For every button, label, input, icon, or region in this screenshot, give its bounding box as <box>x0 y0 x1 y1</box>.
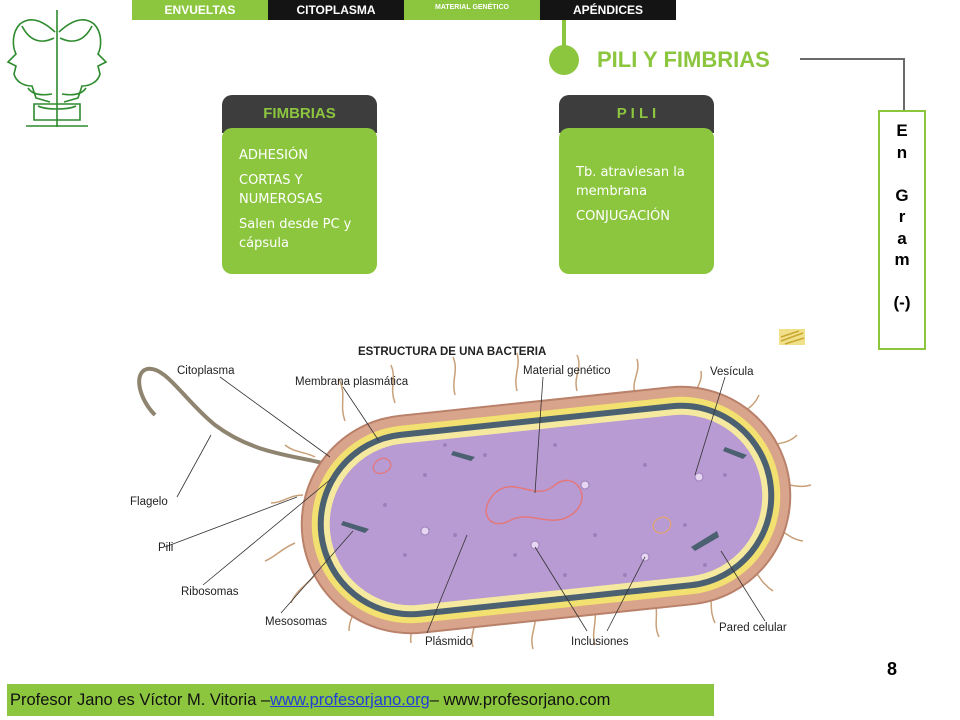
pili-card-body: Tb. atraviesan la membrana CONJUGACIÓN <box>559 128 714 274</box>
pili-item: CONJUGACIÓN <box>576 209 670 224</box>
fimbrias-item: CORTAS Y NUMEROSAS <box>239 173 323 207</box>
footer-bar: Profesor Jano es Víctor M. Vitoria – www… <box>7 684 714 716</box>
tab-citoplasma[interactable]: CITOPLASMA <box>268 0 404 20</box>
leader-lines <box>164 376 766 634</box>
page-number: 8 <box>887 659 898 679</box>
mesosomes <box>341 447 747 551</box>
label-ribosomas: Ribosomas <box>181 586 239 598</box>
label-pili: Pili <box>158 542 173 554</box>
page-title: PILI Y FIMBRIAS <box>597 47 770 72</box>
decorative-swatch <box>779 329 805 345</box>
label-pared-celular: Pared celular <box>719 622 787 634</box>
vesicles <box>420 472 704 562</box>
label-vesicula: Vesícula <box>710 366 754 378</box>
footer-link[interactable]: www.profesorjano.org <box>270 690 430 709</box>
gram-letter: E <box>896 121 908 140</box>
gram-sign: (-) <box>893 293 911 312</box>
label-citoplasma: Citoplasma <box>177 365 235 377</box>
pili-card-heading: P I L I <box>559 95 714 133</box>
fimbrias-item: ADHESIÓN <box>239 148 308 163</box>
cytoplasm-area <box>329 414 763 606</box>
label-material-genetico: Material genético <box>523 365 611 377</box>
title-connector-stem <box>562 20 566 50</box>
title-bullet-dot <box>549 45 579 75</box>
diagram-title: ESTRUCTURA DE UNA BACTERIA <box>358 346 546 358</box>
gram-letter: G <box>895 185 909 205</box>
footer-prefix: Profesor Jano es Víctor M. Vitoria – <box>10 690 271 709</box>
gram-letter: a <box>897 228 907 248</box>
gram-letter: r <box>898 207 906 226</box>
fimbrias-card-body: ADHESIÓN CORTAS Y NUMEROSAS Salen desde … <box>222 128 377 274</box>
gram-letter: m <box>894 250 910 269</box>
tab-envueltas[interactable]: ENVUELTAS <box>132 0 268 20</box>
connector-line-horizontal <box>800 58 904 60</box>
tab-material-genetico[interactable]: MATERIAL GENÉTICO <box>404 0 540 20</box>
label-mesosomas: Mesosomas <box>265 616 327 628</box>
ribosome-dots <box>383 443 727 577</box>
fimbrias-item: Salen desde PC y cápsula <box>239 217 352 251</box>
footer-suffix: – www.profesorjano.com <box>429 690 611 709</box>
label-plasmido: Plásmido <box>425 636 472 648</box>
pili-item: Tb. atraviesan la membrana <box>576 165 685 199</box>
plasmid <box>652 516 672 534</box>
plasmid <box>372 457 392 475</box>
janus-logo <box>6 10 108 127</box>
fimbrias-card-heading: FIMBRIAS <box>222 95 377 133</box>
tab-apendices[interactable]: APÉNDICES <box>540 0 676 20</box>
label-membrana-plasmatica: Membrana plasmática <box>295 376 409 388</box>
flagellum <box>137 366 331 467</box>
bacteria-structure-diagram: ESTRUCTURA DE UNA BACTERIA <box>130 346 812 650</box>
gram-letter: n <box>896 142 908 162</box>
connector-line-vertical <box>903 58 905 110</box>
top-tab-bar: ENVUELTAS CITOPLASMA MATERIAL GENÉTICO A… <box>132 0 676 20</box>
gram-negative-box: E n G r a m (-) <box>878 110 926 350</box>
label-flagelo: Flagelo <box>130 496 168 508</box>
label-inclusiones: Inclusiones <box>571 636 629 648</box>
